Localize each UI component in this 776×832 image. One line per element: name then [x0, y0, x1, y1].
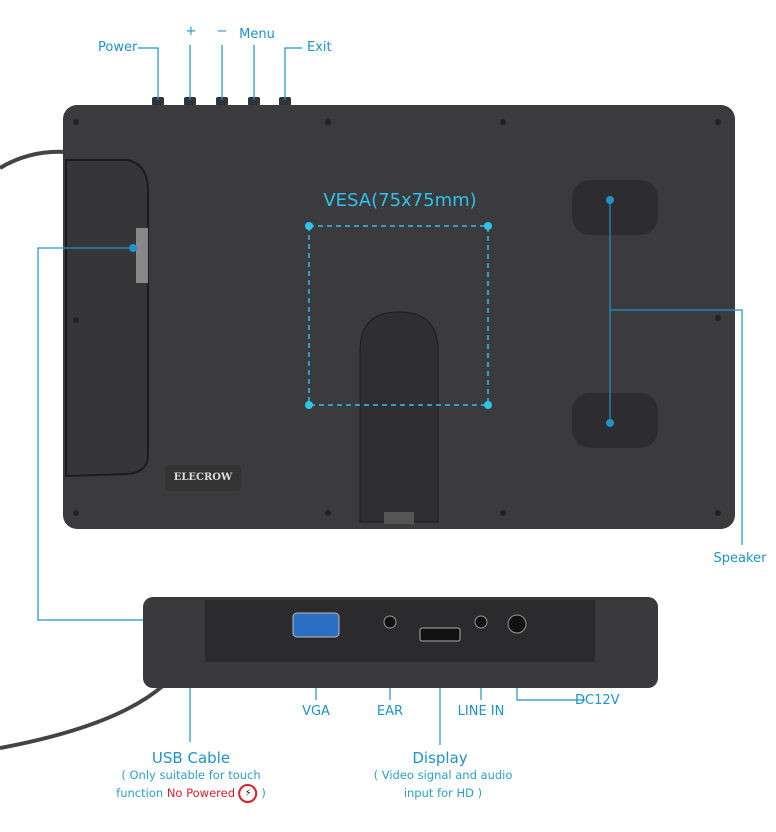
vga-label: VGA: [302, 704, 330, 719]
no-power-icon: ⚡: [238, 784, 258, 803]
usb-note-prefix: function: [116, 786, 167, 800]
display-note: ( Video signal and audio input for HD ): [374, 766, 513, 802]
brand-logo: ELECROW: [165, 465, 241, 491]
screws: [73, 119, 721, 516]
hdmi-port: [419, 627, 461, 642]
plus-label: +: [185, 24, 197, 39]
minus-label: −: [216, 24, 228, 39]
vesa-label: VESA(75x75mm): [323, 190, 477, 211]
no-powered-text: No Powered: [166, 786, 236, 800]
usb-cable-back: [0, 149, 67, 170]
vga-side-port: [136, 228, 148, 283]
usb-cable-note: ( Only suitable for touch function No Po…: [116, 766, 266, 803]
usb-note-line1: ( Only suitable for touch: [121, 768, 261, 782]
side-panel: [65, 159, 149, 478]
display-note-line1: ( Video signal and audio: [373, 768, 513, 782]
vga-port: [292, 612, 340, 638]
top-buttons: [152, 97, 291, 106]
stand-clip: [384, 512, 414, 524]
power-label: Power: [98, 40, 138, 55]
speaker-grills: [572, 180, 658, 448]
dc-label: DC12V: [575, 693, 620, 708]
display-note-line2: input for HD ): [403, 786, 483, 800]
usb-note-line2: function No Powered ⚡ ): [116, 784, 266, 803]
stand: [359, 311, 439, 523]
port-recess: [205, 600, 595, 662]
ear-label: EAR: [376, 704, 404, 719]
line-in-label: LINE IN: [457, 704, 505, 719]
usb-note-suffix: ): [257, 786, 266, 800]
menu-label: Menu: [239, 27, 275, 42]
exit-label: Exit: [307, 40, 332, 55]
line-in-port: [474, 615, 488, 629]
dc-port: [507, 614, 527, 634]
usb-cable-title: USB Cable: [151, 749, 231, 767]
ear-port: [383, 615, 397, 629]
speaker-label: Speaker: [713, 551, 767, 566]
display-title: Display: [412, 749, 468, 767]
